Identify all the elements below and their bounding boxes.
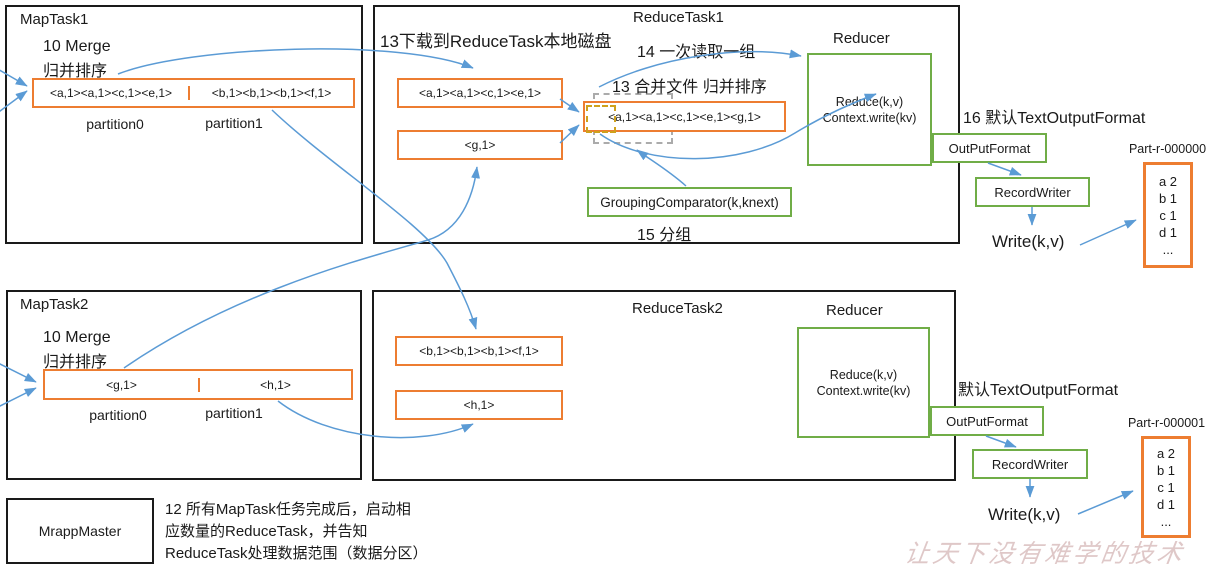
maptask2-partition0-data: <g,1> [45, 377, 200, 392]
maptask2-partition1-label: partition1 [205, 405, 263, 421]
mrappmaster-box: MrappMaster [6, 498, 154, 564]
reducetask1-spill1-box: <a,1><a,1><c,1><e,1> [397, 78, 563, 108]
maptask2-merge-label-line1: 10 Merge [43, 329, 111, 346]
maptask1-partition0-data: <a,1><a,1><c,1><e,1> [34, 86, 190, 100]
arrow-write-to-part1 [1077, 490, 1134, 515]
part1-row: b 1 [1156, 462, 1176, 478]
maptask2-merge-label-line2: 归并排序 [43, 354, 108, 371]
reducer2-line1: Reduce(k,v) [829, 367, 898, 382]
reducetask1-merge-sort-label: 13 合并文件 归并排序 [612, 79, 767, 96]
mrappmaster-note-line1: 12 所有MapTask任务完成后，启动相 [165, 501, 411, 518]
maptask1-merge-label-line1: 10 Merge [43, 38, 111, 55]
reducetask1-recordwriter-box: RecordWriter [975, 177, 1090, 207]
part0-row: d 1 [1158, 224, 1178, 240]
part-file-1-box: a 2 b 1 c 1 d 1 ... [1141, 436, 1191, 538]
reducetask2-outputformat-label: 默认TextOutputFormat [958, 382, 1119, 399]
reducetask2-reducer-title: Reducer [826, 302, 883, 319]
maptask1-partition1-label: partition1 [205, 115, 263, 131]
mrappmaster-note-line2: 应数量的ReduceTask，并告知 [165, 523, 368, 540]
maptask2-partition0-label: partition0 [89, 407, 147, 423]
arrow-write-to-part0 [1079, 219, 1137, 246]
part0-row: ... [1162, 241, 1174, 257]
maptask1-title: MapTask1 [20, 11, 89, 28]
mrappmaster-note-line3: ReduceTask处理数据范围（数据分区） [165, 545, 428, 562]
reducetask2-reducer-box: Reduce(k,v) Context.write(kv) [797, 327, 930, 438]
part0-row: c 1 [1159, 207, 1177, 223]
maptask1-merge-label-line2: 归并排序 [43, 63, 108, 80]
reducer2-line2: Context.write(kv) [816, 383, 911, 398]
reducetask2-write-label: Write(k,v) [988, 505, 1061, 524]
part1-row: ... [1160, 513, 1172, 529]
arrow-outputformat-to-recordwriter-1 [987, 162, 1022, 176]
reducetask1-spill2-box: <g,1> [397, 130, 563, 160]
part1-row: d 1 [1156, 496, 1176, 512]
arrow-outputformat-to-recordwriter-2 [985, 435, 1017, 448]
reducetask1-outputformat-box: OutPutFormat [932, 133, 1047, 163]
grouping-comparator-box: GroupingComparator(k,knext) [587, 187, 792, 217]
maptask1-partition0-label: partition0 [86, 116, 144, 132]
reducetask1-write-label: Write(k,v) [992, 232, 1065, 251]
reducetask2-spill2-box: <h,1> [395, 390, 563, 420]
reducetask1-reducer-box: Reduce(k,v) Context.write(kv) [807, 53, 932, 166]
reducetask2-spill1-box: <b,1><b,1><b,1><f,1> [395, 336, 563, 366]
reducetask2-box [372, 290, 956, 481]
reducetask1-read-group-label: 14 一次读取一组 [637, 44, 756, 61]
reducetask1-reducer-title: Reducer [833, 30, 890, 47]
part0-row: b 1 [1158, 190, 1178, 206]
part1-row: c 1 [1157, 479, 1175, 495]
part-file-0-name: Part-r-000000 [1128, 142, 1207, 156]
part-file-1-name: Part-r-000001 [1127, 416, 1206, 430]
reducetask2-title: ReduceTask2 [632, 300, 723, 317]
reducetask1-title: ReduceTask1 [633, 9, 724, 26]
current-key-dashed-box [586, 105, 616, 133]
watermark-text: 让天下没有难学的技术 [902, 540, 1187, 568]
part1-row: a 2 [1156, 445, 1176, 461]
reducetask1-download-label: 13下载到ReduceTask本地磁盘 [380, 32, 612, 51]
reducer1-line1: Reduce(k,v) [835, 94, 904, 109]
maptask2-title: MapTask2 [20, 296, 89, 313]
reducetask2-recordwriter-box: RecordWriter [972, 449, 1088, 479]
maptask2-partition-row: <g,1> <h,1> [43, 369, 353, 400]
maptask2-partition1-data: <h,1> [260, 377, 291, 392]
reducer1-line2: Context.write(kv) [822, 110, 917, 125]
reducetask1-group-label: 15 分组 [637, 227, 692, 244]
part0-row: a 2 [1158, 173, 1178, 189]
maptask1-partition-row: <a,1><a,1><c,1><e,1> <b,1><b,1><b,1><f,1… [32, 78, 355, 108]
reducetask2-outputformat-box: OutPutFormat [930, 406, 1044, 436]
reducetask1-outputformat-label: 16 默认TextOutputFormat [963, 110, 1146, 127]
part-file-0-box: a 2 b 1 c 1 d 1 ... [1143, 162, 1193, 268]
maptask1-partition1-data: <b,1><b,1><b,1><f,1> [211, 86, 332, 100]
